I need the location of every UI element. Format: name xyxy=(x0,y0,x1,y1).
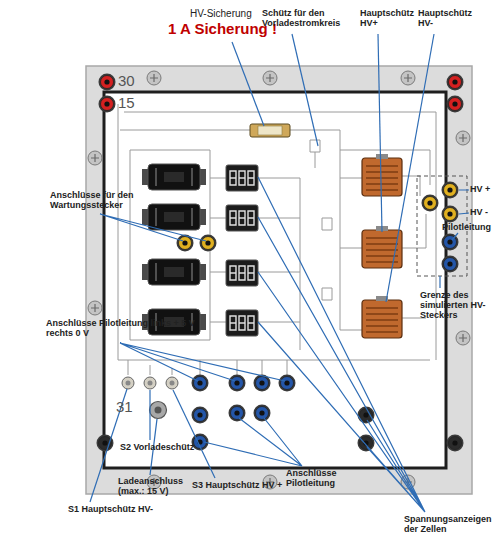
jack-black xyxy=(358,435,375,452)
screw xyxy=(263,71,277,85)
fuse-glass xyxy=(258,126,282,135)
main-relay-minus xyxy=(362,296,402,338)
screw xyxy=(88,151,102,165)
jack-blue xyxy=(192,375,209,392)
jack-yellow xyxy=(422,195,439,212)
terminal-number: 31 xyxy=(116,399,140,416)
leader-line xyxy=(204,418,302,466)
callout-label: Anschlüsse für den Wartungsstecker xyxy=(50,190,150,210)
toggle-lever xyxy=(126,381,131,386)
leader-line xyxy=(100,214,206,241)
jack-red xyxy=(447,74,464,91)
callout-label: Hauptschütz HV- xyxy=(418,8,470,28)
callout-label: S2 Vorladeschütz xyxy=(120,442,220,452)
leader-line xyxy=(149,390,150,440)
jack-yellow xyxy=(200,235,217,252)
callout-label: S1 Hauptschütz HV- xyxy=(68,504,178,514)
leader-line xyxy=(258,177,425,512)
wiring xyxy=(118,104,436,375)
callout-label: Schütz für den Vorladestromkreis xyxy=(262,8,344,28)
screws xyxy=(88,71,470,489)
toggle-switch xyxy=(144,377,156,389)
toggle-lever xyxy=(148,381,153,386)
jack-blue xyxy=(192,407,209,424)
leader-line xyxy=(173,390,215,478)
callout-label: Pilotleitung xyxy=(442,222,495,232)
inner-frame xyxy=(104,92,446,468)
jack-black xyxy=(447,435,464,452)
jack-black xyxy=(358,407,375,424)
leader-line xyxy=(439,276,440,288)
wire xyxy=(128,360,287,375)
leader-line xyxy=(292,34,318,146)
leader-lines xyxy=(90,34,469,512)
callout-label: S3 Hauptschütz HV + xyxy=(192,480,302,490)
battery-cell xyxy=(142,259,206,285)
leader-line xyxy=(452,190,469,240)
callout-label: Hauptschütz HV+ xyxy=(360,8,412,28)
jack-yellow xyxy=(442,206,459,223)
screw xyxy=(456,131,470,145)
fuse xyxy=(250,124,290,137)
voltage-display xyxy=(226,165,258,191)
terminal-number: 30 xyxy=(118,73,142,90)
screw xyxy=(147,71,161,85)
toggle-switch xyxy=(166,377,178,389)
terminal-number: 15 xyxy=(118,95,142,112)
precharge-relay xyxy=(362,154,402,196)
jack-red xyxy=(447,96,464,113)
jack-red xyxy=(99,96,116,113)
wire xyxy=(340,150,362,330)
charge-port xyxy=(150,402,167,419)
toggle-lever xyxy=(170,381,175,386)
callout-label: Anschlüsse Pilotleitung links + 5 V rech… xyxy=(46,318,196,338)
callout-label: Grenze des simulierten HV-Steckers xyxy=(420,290,495,320)
board-panel xyxy=(86,66,472,494)
jack-blue xyxy=(254,405,271,422)
battery-cell xyxy=(142,164,206,190)
jack-blue xyxy=(229,405,246,422)
contact-symbol xyxy=(310,140,332,300)
jack-yellow xyxy=(442,182,459,199)
leader-line xyxy=(120,343,285,381)
callout-label: Spannungsanzeigen der Zellen xyxy=(404,514,492,534)
voltage-display xyxy=(226,205,258,231)
screw xyxy=(456,331,470,345)
voltage-display xyxy=(226,310,258,336)
callout-label: Ladeanschluss (max.: 15 V) xyxy=(118,476,198,496)
leader-line xyxy=(232,42,264,126)
leader-line xyxy=(378,34,382,232)
jack-blue xyxy=(229,375,246,392)
battery-cell xyxy=(142,204,206,230)
screw xyxy=(88,301,102,315)
jack-blue xyxy=(279,375,296,392)
toggle-switch xyxy=(122,377,134,389)
jack-blue xyxy=(442,256,459,273)
wire xyxy=(130,150,210,340)
jack-red xyxy=(99,74,116,91)
callout-label: Anschlüsse Pilotleitung xyxy=(286,468,366,488)
callout-label: HV - xyxy=(470,207,495,217)
jacks xyxy=(97,74,464,452)
screw xyxy=(401,71,415,85)
voltage-display xyxy=(226,260,258,286)
charge-port-pin xyxy=(155,407,162,414)
callout-label: HV + xyxy=(470,184,495,194)
leader-line xyxy=(386,34,434,302)
